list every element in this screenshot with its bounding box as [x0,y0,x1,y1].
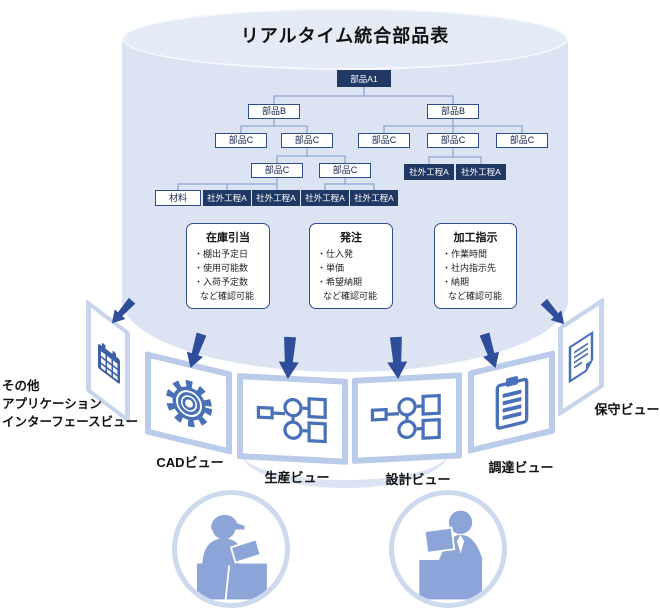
info-item: ・入荷予定数 [194,277,249,287]
document-icon [568,330,594,384]
tree-node: 材料 [155,190,201,206]
tree-node: 社外工程A [456,164,506,180]
other-apps-line: インターフェースビュー [2,415,139,429]
other-apps-line: アプリケーション [2,397,102,411]
tree-node: 部品B [248,104,300,119]
diagram-title: リアルタイム統合部品表 [240,26,450,46]
worker-user-icon [172,490,290,608]
info-box-inventory: 在庫引当 ・棚出予定日 ・使用可能数 ・入荷予定数 など確認可能 [186,223,270,309]
tree-node: 部品A1 [337,70,391,87]
calendar-icon [98,343,120,384]
tree-node: 社外工程A [301,190,349,206]
business-user-icon [389,490,507,608]
info-item: ・社内指示先 [442,263,497,273]
info-item: ・仕入発 [317,249,354,259]
info-box-process: 加工指示 ・作業時間 ・社内指示先 ・納期 など確認可能 [434,223,517,309]
gear-icon [165,379,212,427]
tree-node: 社外工程A [252,190,300,206]
info-item: ・希望納期 [317,277,363,287]
info-box-title: 在庫引当 [206,232,250,244]
tree-node: 部品C [427,133,479,148]
info-item: ・単価 [317,263,345,273]
tree-node: 社外工程A [404,164,454,180]
tree-node: 部品B [427,104,479,119]
tree-node: 社外工程A [350,190,398,206]
info-box-order: 発注 ・仕入発 ・単価 ・希望納期 など確認可能 [309,223,393,309]
other-apps-line: その他 [2,379,40,393]
view-label-maintenance: 保守ビュー [594,402,660,417]
other-apps-view-label: その他 アプリケーション インターフェースビュー [2,377,138,431]
tree-node: 部品C [319,163,371,178]
view-label-production: 生産ビュー [264,470,330,485]
workflow-icon [370,393,441,440]
info-item: ・作業時間 [442,249,488,259]
view-label-procurement: 調達ビュー [488,460,554,475]
tree-node: 部品C [251,163,303,178]
tree-node: 部品C [496,133,548,148]
info-footer: など確認可能 [323,291,378,301]
panel-production [237,373,348,465]
cylinder-top [122,8,568,70]
tree-node: 部品C [215,133,267,148]
info-item: ・棚出予定日 [194,249,249,259]
info-box-title: 発注 [340,232,362,244]
clipboard-icon [495,375,528,430]
tree-node: 部品C [281,133,333,148]
info-item: ・納期 [442,277,470,287]
info-footer: など確認可能 [448,291,503,301]
panel-other-apps [86,299,130,425]
tree-node: 社外工程A [203,190,251,206]
panel-procurement [468,350,555,454]
info-item: ・使用可能数 [194,263,249,273]
info-box-title: 加工指示 [453,232,498,244]
view-label-design: 設計ビュー [385,472,451,487]
panel-cad [145,351,232,455]
info-footer: など確認可能 [200,291,255,301]
panel-design [352,372,462,464]
tree-node: 部品C [358,133,410,148]
workflow-icon [256,397,327,444]
panel-maintenance [558,297,604,417]
carousel-bottom-arc [242,418,448,488]
view-label-cad: CADビュー [156,455,224,470]
